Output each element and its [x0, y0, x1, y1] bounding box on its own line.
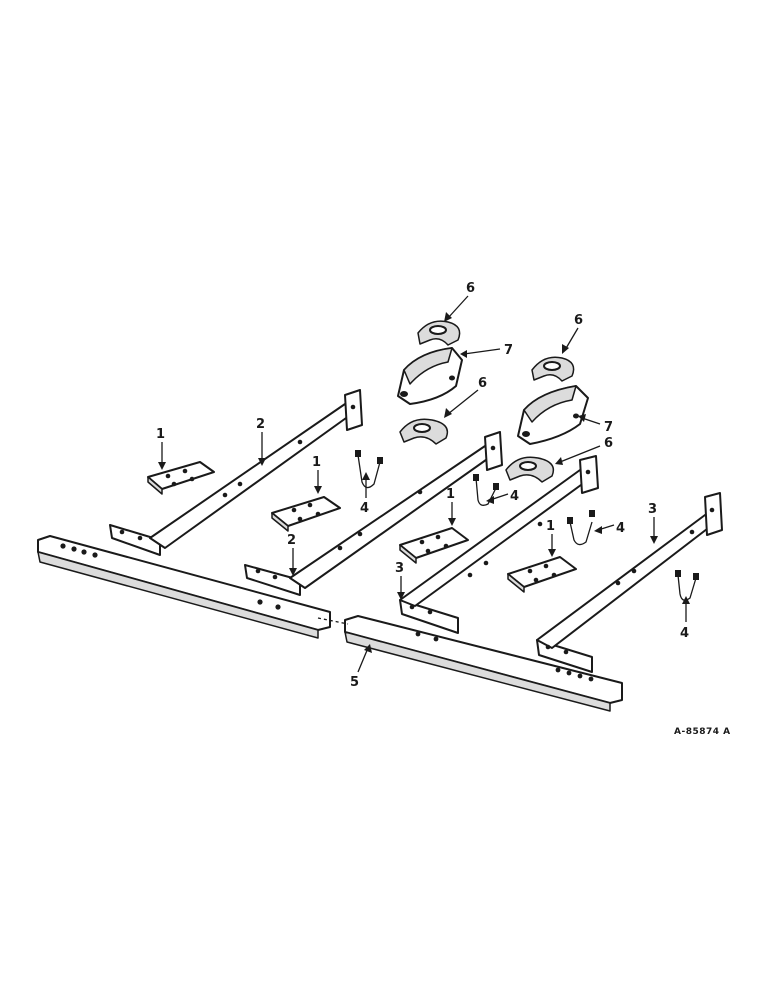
bracket-3-left [399, 455, 599, 634]
callout-1c: 1 [446, 487, 455, 502]
callout-3a: 3 [395, 561, 404, 576]
callout-2a: 2 [256, 417, 265, 432]
bracket-3-right [536, 492, 723, 673]
clamp-plate-1b [271, 496, 341, 532]
callout-1b: 1 [312, 455, 321, 470]
cap-6a [417, 320, 461, 346]
cap-6d [505, 456, 555, 483]
housing-7b [517, 385, 589, 445]
callout-6a: 6 [466, 281, 475, 296]
u-bolt-4c [567, 510, 595, 546]
bracket-2-right [244, 431, 503, 596]
callout-5: 5 [350, 675, 359, 690]
callout-6b: 6 [478, 376, 487, 391]
u-bolt-4b [473, 474, 499, 506]
leader-lines [158, 295, 690, 673]
callout-1a: 1 [156, 427, 165, 442]
callout-4b: 4 [510, 489, 519, 504]
callout-4d: 4 [680, 626, 689, 641]
break-line [317, 617, 349, 625]
angle-bar-right [344, 615, 623, 712]
callout-6d: 6 [604, 436, 613, 451]
u-bolt-4d [675, 570, 699, 601]
callout-4c: 4 [616, 521, 625, 536]
callout-3b: 3 [648, 502, 657, 517]
clamp-plate-1d [507, 556, 577, 593]
clamp-plate-1c [399, 527, 469, 564]
callout-6c: 6 [574, 313, 583, 328]
callout-7b: 7 [604, 420, 613, 435]
figure-reference: A-85874 A [674, 727, 731, 737]
cap-6b [399, 418, 449, 445]
angle-bar-left [37, 535, 331, 639]
callout-1d: 1 [546, 519, 555, 534]
cap-6c [531, 356, 575, 382]
clamp-plate-1a [147, 461, 215, 495]
u-bolt-4a [355, 450, 383, 489]
callout-7a: 7 [504, 343, 513, 358]
callout-4a: 4 [360, 501, 369, 516]
bracket-2-left [109, 389, 363, 556]
housing-7a [397, 347, 463, 405]
callout-2b: 2 [287, 533, 296, 548]
callout-labels: 1 1 1 1 2 2 3 3 4 4 4 4 5 6 6 6 6 7 7 [156, 281, 689, 690]
